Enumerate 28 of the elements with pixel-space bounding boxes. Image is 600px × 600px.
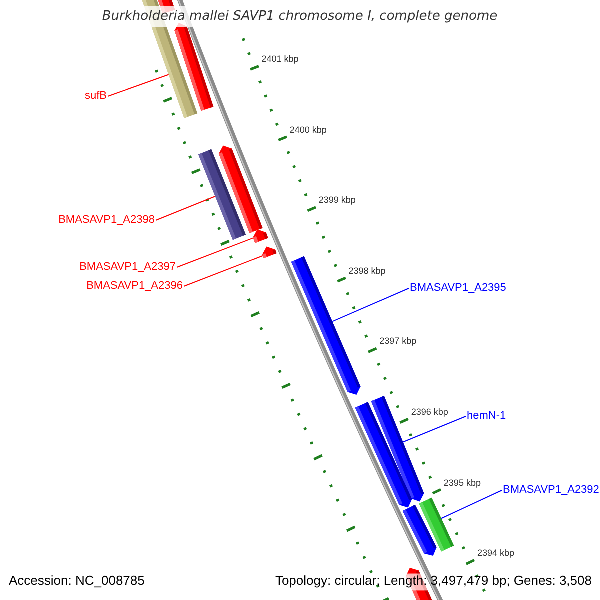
tick-label: 2399 kbp [318, 196, 356, 206]
leader-line [184, 256, 264, 287]
tick-label: 2400 kbp [290, 126, 327, 135]
gene-feature [218, 146, 263, 234]
tick-label: 2396 kbp [411, 408, 448, 417]
gene-label: BMASAVP1_A2392 [503, 485, 600, 496]
genome-info-text: Topology: circular; Length: 3,497,479 bp; Genes: 3,508 [275, 574, 592, 587]
gene-feature [262, 246, 277, 259]
leader-line [332, 288, 410, 322]
gene-label: BMASAVP1_A2395 [410, 283, 506, 294]
tick-label: 2395 kbp [444, 478, 481, 488]
gene-feature [355, 402, 412, 508]
gene-label: BMASAVP1_A2396 [86, 281, 183, 292]
gene-label: BMASAVP1_A2397 [80, 262, 176, 273]
leader-line [156, 196, 216, 221]
gene-feature [402, 504, 437, 556]
leader-line [176, 238, 254, 268]
accession-text: Accession: NC_008785 [9, 574, 145, 587]
tick-label: 2401 kbp [262, 55, 299, 64]
tick-label: 2394 kbp [477, 549, 514, 558]
gene-feature [253, 230, 268, 244]
leader-line [402, 416, 466, 443]
leader-line [441, 490, 502, 520]
tick-label: 2398 kbp [348, 266, 386, 276]
gene-label: BMASAVP1_A2398 [58, 215, 155, 226]
gene-label: sufB [84, 91, 107, 102]
tick-label: 2397 kbp [380, 337, 417, 346]
gene-label: hemN-1 [467, 411, 506, 422]
